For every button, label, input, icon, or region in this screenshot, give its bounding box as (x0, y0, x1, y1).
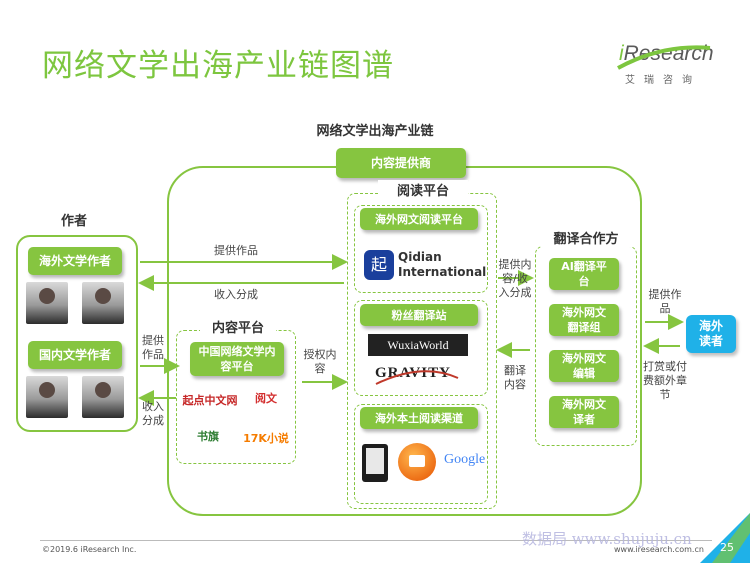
logo-subtitle: 艾瑞咨询 (625, 75, 701, 86)
translation-item: 海外网文编辑 (549, 350, 619, 382)
author-photo (26, 376, 68, 418)
overseas-author-box: 海外文学作者 (28, 247, 122, 275)
fan-translation-label: 粉丝翻译站 (360, 304, 478, 326)
page-number: 25 (720, 541, 734, 554)
authors-heading: 作者 (60, 214, 87, 229)
gravity-swoosh-icon (375, 370, 459, 385)
footer-divider (40, 540, 712, 541)
cn-platform-box: 中国网络文学内容平台 (190, 342, 284, 376)
flow-label: 收入分成 (214, 288, 258, 301)
shuqi-logo: 书旗 (197, 430, 219, 443)
yuewen-logo: 阅文 (255, 392, 277, 405)
copyright: ©2019.6 iResearch Inc. (42, 545, 137, 554)
watermark: 数据局 www.shujuju.cn (522, 530, 692, 548)
overseas-reading-label: 海外网文阅读平台 (360, 208, 478, 230)
logo-i: i (619, 42, 624, 65)
qidian-logo-icon: 起 (364, 250, 394, 280)
site-url: www.iresearch.com.cn (614, 545, 704, 554)
qidian-cn-logo: 起点中文网 (182, 394, 238, 407)
content-platform-heading: 内容平台 (200, 317, 276, 336)
diagram-title: 网络文学出海产业链 (316, 124, 434, 139)
flow-label: 提供作品 (648, 288, 682, 315)
local-channels-label: 海外本土阅读渠道 (360, 407, 478, 429)
flow-label: 授权内容 (303, 348, 337, 375)
reading-platform-heading: 阅读平台 (378, 180, 468, 199)
author-photo (82, 376, 124, 418)
author-photo (82, 282, 124, 324)
flow-label: 提供内容/收入分成 (498, 258, 532, 299)
author-photo (26, 282, 68, 324)
translation-item: AI翻译平台 (549, 258, 619, 290)
kindle-icon (362, 444, 388, 482)
translation-heading: 翻译合作方 (541, 228, 631, 247)
wuxiaworld-logo: WuxiaWorld (368, 334, 468, 356)
flow-label: 提供作品 (142, 334, 164, 361)
flow-label: 收入分成 (142, 400, 164, 427)
ibooks-icon (398, 443, 436, 481)
logo-swoosh-icon (617, 45, 711, 70)
page-title: 网络文学出海产业链图谱 (42, 48, 394, 84)
flow-label: 打赏或付费额外章节 (643, 360, 687, 401)
authors-frame (16, 235, 138, 432)
flow-label: 提供作品 (214, 244, 258, 257)
content-provider-label: 内容提供商 (336, 148, 466, 178)
fan-translation-box (354, 300, 488, 396)
corner-triangle-icon (700, 513, 750, 563)
overseas-reading-box (354, 205, 488, 293)
overseas-readers-box: 海外读者 (686, 315, 736, 353)
translation-item: 海外网文翻译组 (549, 304, 619, 336)
google-logo: Google (444, 452, 486, 467)
translation-item: 海外网文译者 (549, 396, 619, 428)
17k-logo: 17K小说 (243, 432, 289, 445)
domestic-author-box: 国内文学作者 (28, 341, 122, 369)
local-channels-box (354, 404, 488, 504)
flow-label: 翻译内容 (504, 364, 526, 391)
